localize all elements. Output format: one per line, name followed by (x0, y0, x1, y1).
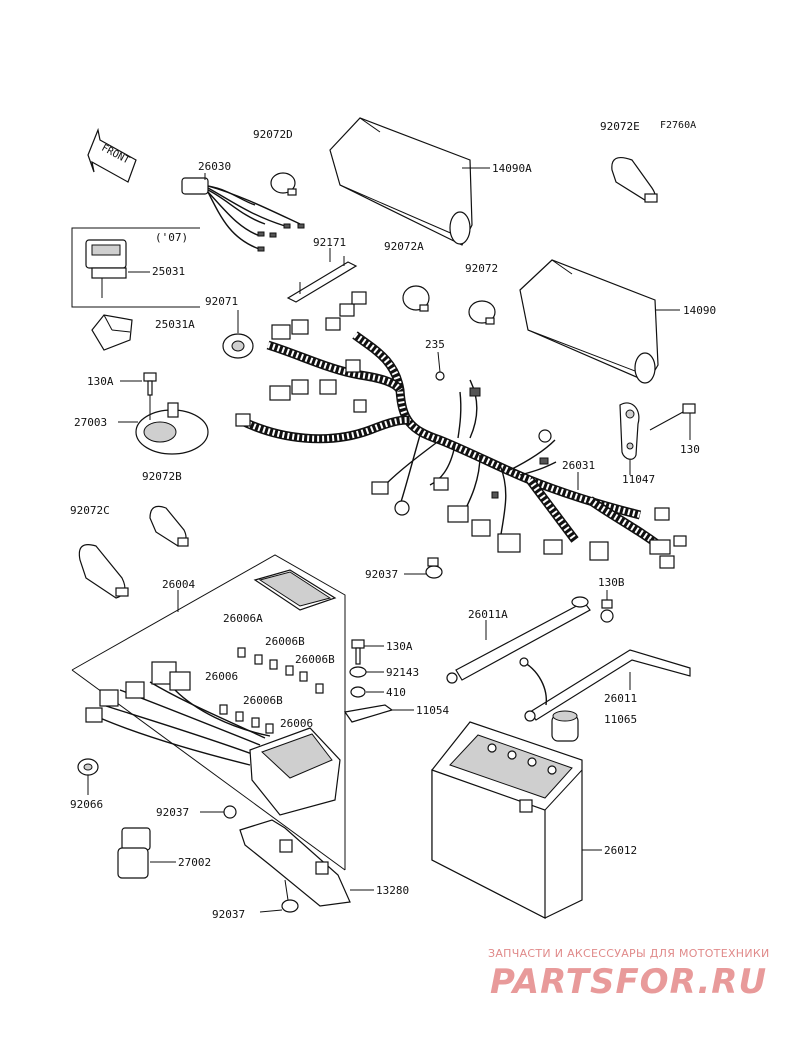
hour-meter-25031a-drawing (91, 314, 133, 351)
cover-14090a-drawing (329, 117, 473, 246)
watermark-tagline: ЗАПЧАСТИ И АКСЕССУАРЫ ДЛЯ МОТОТЕХНИКИ (488, 947, 770, 960)
horn-27003-drawing (135, 395, 209, 455)
label-26006-2: 26006 (280, 717, 313, 730)
band-92072c-drawing (78, 544, 129, 599)
screw-235-drawing (435, 371, 445, 381)
label-92037-low: 92037 (156, 806, 189, 819)
hour-meter-25031-drawing (85, 239, 127, 298)
label-92072d: 92072D (253, 128, 293, 141)
front-arrow-icon: FRONT (87, 127, 137, 183)
label-26004: 26004 (162, 578, 195, 591)
label-26006b-1: 26006B (265, 635, 305, 648)
label-27002: 27002 (178, 856, 211, 869)
fuses-26006-drawing (219, 647, 324, 734)
label-14090a: 14090A (492, 162, 532, 175)
label-130b: 130B (598, 576, 625, 589)
label-130: 130 (680, 443, 700, 456)
label-26031: 26031 (562, 459, 595, 472)
label-25031a: 25031A (155, 318, 195, 331)
label-26011a: 26011A (468, 608, 508, 621)
label-92171: 92171 (313, 236, 346, 249)
label-11047: 11047 (622, 473, 655, 486)
label-92066: 92066 (70, 798, 103, 811)
label-235: 235 (425, 338, 445, 351)
label-26006b-3: 26006B (243, 694, 283, 707)
assembly-26004-outline (71, 554, 346, 870)
label-13280: 13280 (376, 884, 409, 897)
label-11065: 11065 (604, 713, 637, 726)
label-130a-top: 130A (87, 375, 114, 388)
label-92072c: 92072C (70, 504, 110, 517)
label-26011: 26011 (604, 692, 637, 705)
bolt-130a-mid-drawing (351, 639, 365, 665)
cable-26011-drawing (519, 649, 691, 722)
cap-11065-drawing (551, 710, 579, 742)
year-variant-box (71, 227, 200, 308)
label-26006a: 26006A (223, 612, 263, 625)
grommet-92071-drawing (222, 333, 254, 359)
label-26006b-2: 26006B (295, 653, 335, 666)
bracket-11047-drawing (619, 402, 640, 460)
label-11054: 11054 (416, 704, 449, 717)
clamp-92037-mid-drawing (425, 557, 443, 579)
bolt-130b-drawing (600, 599, 614, 623)
label-410: 410 (386, 686, 406, 699)
label-92072: 92072 (465, 262, 498, 275)
label-92037-mid: 92037 (365, 568, 398, 581)
label-92143: 92143 (386, 666, 419, 679)
relay-27002-drawing (117, 827, 151, 879)
label-92037-bottom: 92037 (212, 908, 245, 921)
band-92072b-drawing (149, 505, 189, 547)
label-92072b: 92072B (142, 470, 182, 483)
nut-410-drawing (350, 686, 366, 698)
lead-26030-drawing (181, 177, 305, 252)
band-92072d-drawing (270, 172, 297, 196)
band-92072e-drawing (611, 157, 658, 203)
bolt-130a-top-drawing (143, 372, 157, 396)
label-92071: 92071 (205, 295, 238, 308)
label-92072e: 92072E (600, 120, 640, 133)
label-26012: 26012 (604, 844, 637, 857)
bracket-13280-drawing (239, 819, 351, 907)
label-26006-1: 26006 (205, 670, 238, 683)
bracket-92171-drawing (286, 256, 358, 303)
harness-26031-drawing (235, 291, 687, 569)
label-26030: 26030 (198, 160, 231, 173)
clamp-92037-bottom-drawing (281, 879, 299, 913)
label-27003: 27003 (74, 416, 107, 429)
washer-92143-drawing (349, 666, 367, 678)
year-note: ('07) (155, 231, 188, 244)
bracket-11054-drawing (343, 704, 394, 723)
grommet-92066-drawing (77, 758, 99, 776)
label-14090: 14090 (683, 304, 716, 317)
label-130a-mid: 130A (386, 640, 413, 653)
cover-26006a-drawing (253, 569, 337, 611)
battery-26012-drawing (431, 721, 583, 919)
watermark-logo: PARTSFOR.RU (490, 962, 768, 1002)
bolt-130-drawing (649, 403, 696, 431)
band-92072a-drawing (402, 285, 430, 312)
label-25031: 25031 (152, 265, 185, 278)
band-92072-drawing (468, 300, 496, 325)
cover-14090-drawing (519, 259, 659, 384)
cable-26011a-drawing (446, 596, 591, 684)
label-92072a: 92072A (384, 240, 424, 253)
figure-code: F2760A (660, 120, 696, 131)
clamp-92037-low-drawing (223, 805, 237, 819)
subharness-26004-drawing (85, 661, 341, 816)
